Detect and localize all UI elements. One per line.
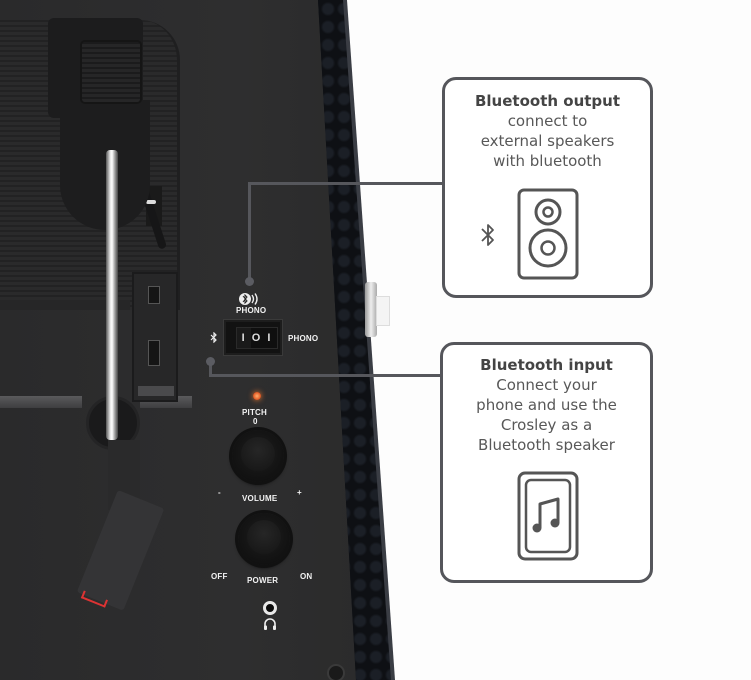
pitch-label: PITCH — [242, 408, 267, 417]
callout-desc-line: Bluetooth speaker — [478, 436, 615, 454]
switch-top-label: PHONO — [236, 306, 267, 315]
callout-title: Bluetooth output — [474, 92, 621, 110]
case-latch — [365, 282, 377, 337]
rocker-switch-face[interactable]: I O I — [236, 327, 278, 349]
input-connector-horizontal — [209, 374, 442, 377]
output-connector-horizontal — [248, 182, 444, 185]
headphone-icon — [264, 618, 276, 630]
speed-panel-bar — [138, 386, 174, 396]
platter-groove — [0, 300, 130, 310]
output-connector-dot — [245, 277, 254, 286]
callout-title: Bluetooth input — [480, 356, 613, 374]
callout-bluetooth-output: Bluetooth output connect to external spe… — [442, 77, 653, 298]
headphone-jack[interactable] — [263, 601, 277, 615]
callout-desc-line: with bluetooth — [493, 152, 602, 170]
callout-desc-line: Crosley as a — [500, 416, 593, 434]
volume-label: VOLUME — [242, 494, 278, 503]
switch-right-label: PHONO — [288, 334, 319, 343]
callout-desc-line: phone and use the — [476, 396, 617, 414]
volume-plus-label: + — [297, 488, 302, 497]
phone-music-icon — [517, 471, 579, 561]
tonearm-rod[interactable] — [106, 150, 118, 440]
tonearm-pivot — [60, 100, 150, 230]
bluetooth-mode-switch[interactable]: I O I — [224, 320, 282, 355]
cue-lever-tip — [146, 200, 156, 204]
callout-desc-line: connect to — [507, 112, 588, 130]
power-off-label: OFF — [211, 572, 228, 581]
output-connector-vertical — [248, 182, 251, 282]
input-connector-vertical — [209, 362, 212, 377]
power-knob[interactable] — [238, 513, 290, 565]
pitch-value: 0 — [253, 417, 258, 426]
speaker-icon — [517, 188, 579, 280]
pitch-indicator-led — [253, 392, 261, 400]
auto-stop-switch[interactable] — [148, 286, 160, 304]
volume-knob[interactable] — [232, 430, 284, 482]
callout-desc-line: Connect your — [496, 376, 597, 394]
volume-minus-label: - — [218, 488, 221, 497]
bluetooth-broadcast-icon — [239, 293, 258, 305]
power-label: POWER — [247, 576, 279, 585]
callout-bluetooth-input: Bluetooth input Connect your phone and u… — [440, 342, 653, 583]
case-latch-plate — [376, 296, 390, 326]
power-on-label: ON — [300, 572, 313, 581]
callout-desc-line: external speakers — [480, 132, 615, 150]
corner-screw — [327, 664, 345, 680]
speed-selector-switch[interactable] — [148, 340, 160, 366]
speed-switch-panel — [132, 272, 178, 402]
bluetooth-icon — [481, 224, 494, 246]
platter-rail — [0, 396, 82, 408]
tonearm-counterweight — [82, 42, 140, 102]
input-connector-dot — [206, 357, 215, 366]
bluetooth-icon — [210, 332, 217, 343]
turntable-photo: PHONO I O I PHONO PITCH 0 - VOLUME + OFF… — [0, 0, 395, 680]
